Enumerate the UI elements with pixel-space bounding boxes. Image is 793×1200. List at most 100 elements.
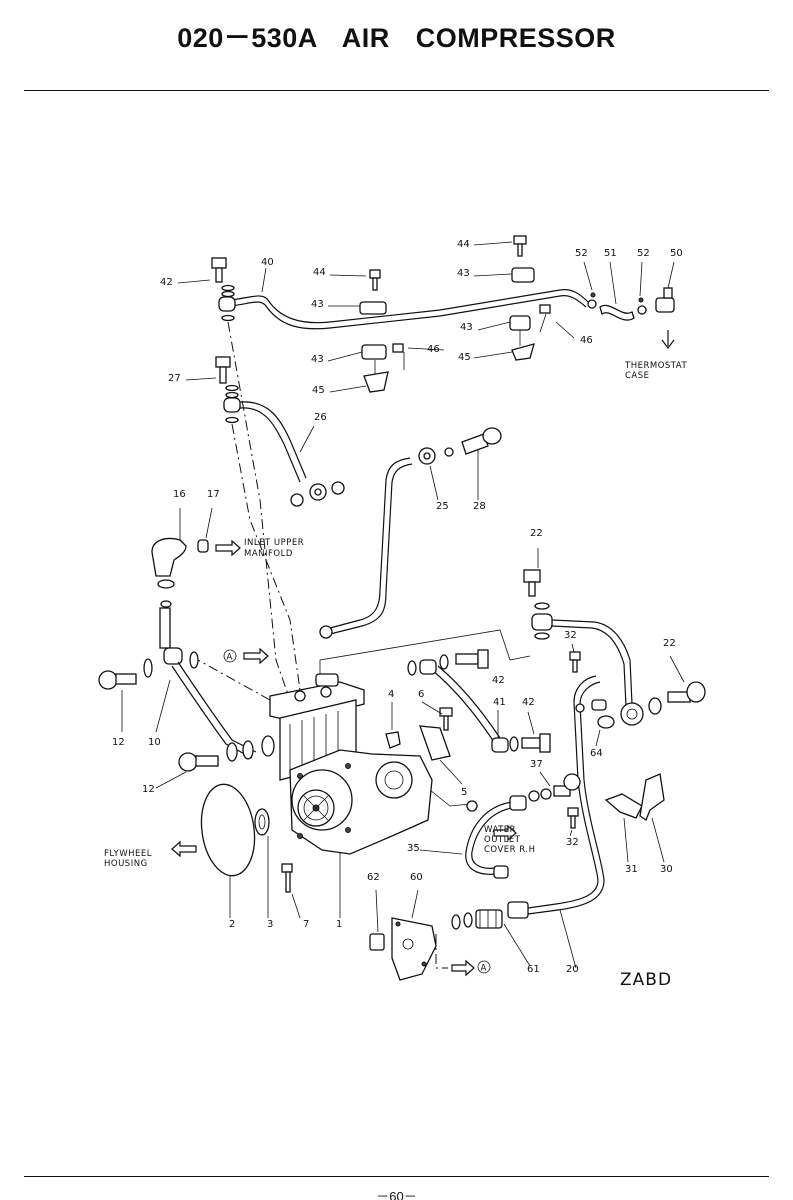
washer-42b bbox=[221, 290, 235, 298]
washer-10c bbox=[242, 740, 254, 760]
callout-c2: 2 bbox=[229, 919, 235, 930]
drive-gear-hub bbox=[303, 795, 329, 821]
plate-60-pin-b bbox=[421, 961, 427, 967]
leaders-22-32-64 bbox=[537, 548, 685, 747]
pipe-10-upper bbox=[159, 607, 171, 649]
gear-teeth bbox=[303, 795, 329, 821]
plate-60 bbox=[391, 917, 437, 981]
bracket-45a bbox=[511, 343, 535, 361]
bolt-46b bbox=[392, 343, 404, 353]
bolt-42b-head bbox=[477, 649, 489, 669]
pipe-41 bbox=[431, 669, 495, 743]
bolt-44a-head bbox=[369, 269, 381, 279]
drawing-code: ZABD bbox=[620, 970, 672, 990]
callout-c42a: 42 bbox=[160, 277, 173, 288]
leaders-2-3-7 bbox=[229, 836, 301, 919]
washer-27a bbox=[225, 384, 239, 392]
assembly-center-lines bbox=[197, 321, 531, 807]
washer-41a bbox=[407, 660, 417, 676]
washer-41c bbox=[509, 736, 519, 752]
fitting-25-bore bbox=[423, 452, 431, 460]
bolt-27-head bbox=[215, 356, 231, 368]
bolt-28-head bbox=[482, 427, 502, 445]
callout-c45a: 45 bbox=[458, 352, 471, 363]
clip-64 bbox=[591, 699, 607, 711]
fitting-22-end bbox=[620, 702, 644, 726]
center-line-b bbox=[231, 423, 301, 691]
arrow-ref-a-bottom bbox=[451, 959, 475, 977]
callout-c43c: 43 bbox=[460, 322, 473, 333]
nut-25 bbox=[319, 625, 333, 639]
pipe-26 bbox=[239, 401, 307, 479]
ref-mark-a-left bbox=[223, 649, 237, 663]
connector-61 bbox=[475, 909, 503, 929]
washer-27b bbox=[225, 391, 239, 399]
pipe-20-assembly: WATER OUTLET COVER R.H bbox=[419, 675, 665, 969]
callout-c51: 51 bbox=[604, 248, 617, 259]
callout-c43b: 43 bbox=[311, 299, 324, 310]
pipe-40-edge bbox=[229, 295, 587, 330]
bolt-46a bbox=[539, 304, 551, 314]
mounting-parts: FLYWHEEL HOUSING bbox=[104, 783, 301, 919]
pipe-40 bbox=[229, 289, 589, 324]
fitting-50-top bbox=[663, 287, 673, 299]
nut-20-bottom bbox=[507, 901, 529, 919]
center-line-a bbox=[227, 321, 291, 701]
pipe-10-edge bbox=[171, 665, 253, 759]
callout-c25: 25 bbox=[436, 501, 449, 512]
washer-42c bbox=[221, 314, 235, 322]
fitting-50 bbox=[655, 297, 675, 313]
callout-c7: 7 bbox=[303, 919, 309, 930]
washer-22a bbox=[534, 602, 550, 610]
bolt-28-shank bbox=[461, 433, 489, 455]
washer-61b bbox=[463, 912, 473, 928]
washer-26b bbox=[331, 481, 345, 495]
callout-c61: 61 bbox=[527, 964, 540, 975]
callout-c12a: 12 bbox=[112, 737, 125, 748]
bolt-42c-head bbox=[539, 733, 551, 753]
callout-c44a: 44 bbox=[457, 239, 470, 250]
washer-22b bbox=[534, 632, 550, 640]
callout-c31: 31 bbox=[625, 864, 638, 875]
bolt-37-shank bbox=[553, 785, 571, 797]
small-parts-center bbox=[385, 649, 551, 785]
leaders-16-17 bbox=[179, 507, 213, 540]
bolt-32a-head bbox=[569, 651, 581, 661]
bolt-27-shank bbox=[219, 366, 227, 384]
washer-26a bbox=[290, 493, 304, 507]
pipe-22 bbox=[551, 619, 633, 705]
bolt-44b-head bbox=[513, 235, 527, 245]
link-line bbox=[319, 629, 531, 676]
clamp-43a bbox=[359, 301, 387, 315]
fitting-41-top bbox=[419, 659, 437, 675]
washer-27c bbox=[225, 416, 239, 424]
bolt-7-shank bbox=[285, 871, 291, 893]
bolt-22b-head bbox=[686, 681, 706, 703]
clamp-17 bbox=[197, 539, 209, 553]
note-flywheel-1: FLYWHEEL bbox=[104, 849, 152, 859]
bolt-12a-shank bbox=[115, 673, 137, 685]
fitting-35-top bbox=[509, 795, 527, 811]
callout-c1: 1 bbox=[336, 919, 342, 930]
callout-c64: 64 bbox=[590, 748, 603, 759]
callout-c28: 28 bbox=[473, 501, 486, 512]
bolt-hole-d bbox=[297, 833, 303, 839]
nut-62 bbox=[369, 933, 385, 951]
bracket-45b bbox=[363, 371, 389, 393]
hose-51 bbox=[599, 304, 635, 321]
callout-c44b: 44 bbox=[313, 267, 326, 278]
bolt-32a-shank bbox=[572, 659, 578, 673]
page-number: －60－ bbox=[376, 1189, 417, 1200]
top-rule bbox=[24, 90, 769, 91]
fitting-35-bottom bbox=[493, 865, 509, 879]
rear-cover-inner bbox=[384, 770, 404, 790]
bolt-42-head bbox=[211, 257, 227, 269]
center-line-plate bbox=[435, 934, 448, 969]
washer-61a bbox=[451, 914, 461, 930]
clamp-31 bbox=[604, 793, 643, 819]
leaders-25-28 bbox=[429, 450, 479, 501]
bolt-42c-shank bbox=[521, 737, 541, 749]
air-compressor-1 bbox=[269, 673, 433, 918]
